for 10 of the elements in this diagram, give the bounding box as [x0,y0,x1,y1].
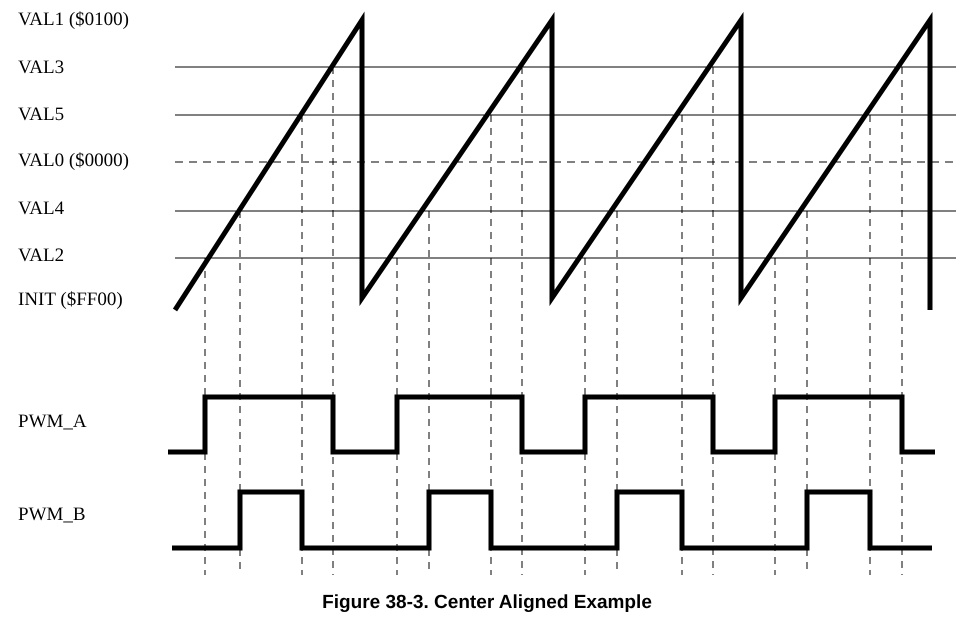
level-label: VAL5 [18,104,64,126]
level-label: VAL0 ($0000) [18,150,130,172]
level-label: VAL1 ($0100) [18,9,130,31]
signal-label: PWM_A [18,411,87,433]
level-label: VAL2 [18,245,64,267]
level-label: INIT ($FF00) [18,289,123,311]
level-label: VAL3 [18,57,64,79]
signal-label: PWM_B [18,504,86,526]
level-label: VAL4 [18,198,64,220]
figure-caption: Figure 38-3. Center Aligned Example [321,591,653,615]
